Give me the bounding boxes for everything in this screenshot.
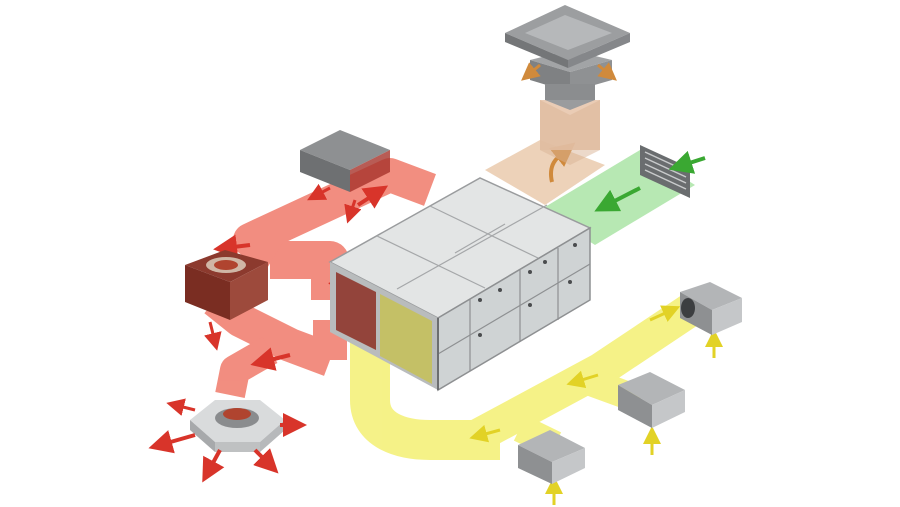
outdoor-air-louver-icon	[640, 145, 706, 198]
fan-coil-unit-icon	[185, 250, 268, 320]
rooftop-exhaust-hood-icon	[505, 5, 630, 165]
diffuser-arrows	[148, 398, 307, 483]
return-grille-box-icon	[518, 430, 585, 484]
ceiling-diffuser-icon	[190, 400, 285, 452]
return-grille-box-icon	[680, 282, 742, 335]
ceiling-unit-icon	[300, 130, 390, 224]
return-grille-box-icon	[618, 372, 685, 428]
air-handling-unit-icon	[328, 177, 592, 392]
